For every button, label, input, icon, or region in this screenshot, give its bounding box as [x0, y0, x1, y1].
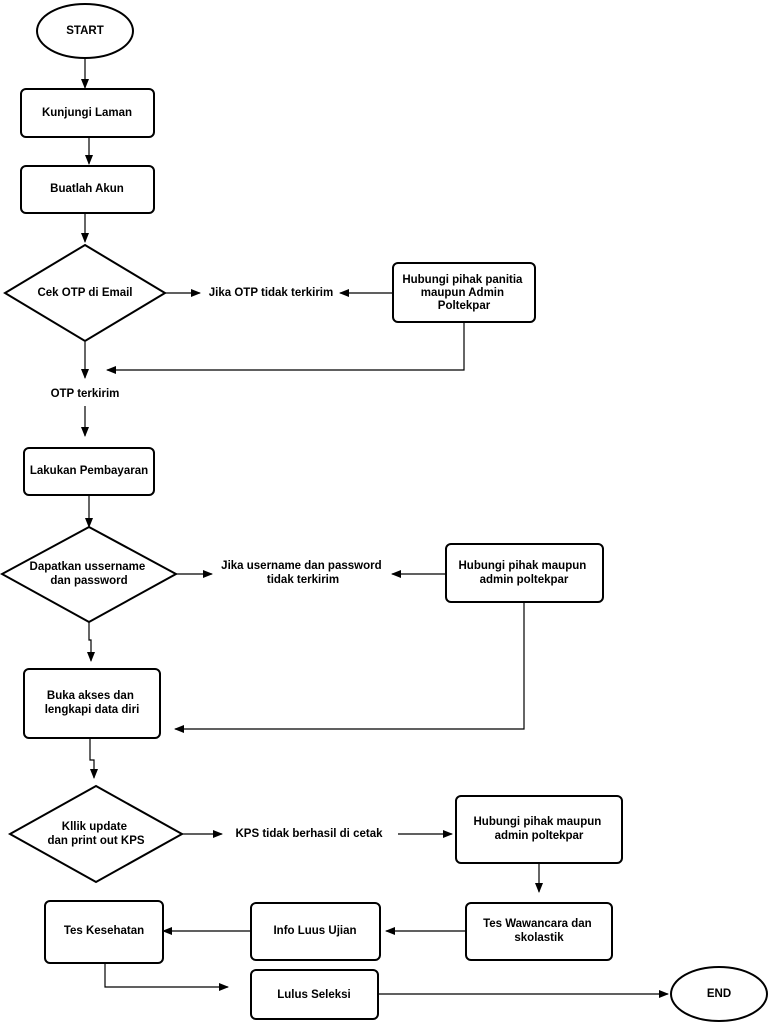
- contact-admin-1-line-2: maupun Admin: [421, 287, 504, 299]
- connector-admin2-loop-back: [174, 603, 525, 733]
- node-check-otp: Cek OTP di Email: [3, 243, 167, 343]
- node-contact-admin-2: Hubungi pihak maupun admin poltekpar: [445, 543, 604, 603]
- payment-box: [23, 447, 155, 496]
- node-passed: Lulus Seleksi: [250, 969, 379, 1020]
- node-payment: Lakukan Pembayaran: [23, 447, 155, 496]
- interview-test-label: Tes Wawancara dan skolastik: [483, 918, 595, 944]
- connector-health-to-passed: [104, 964, 229, 991]
- payment-label: Lakukan Pembayaran: [30, 465, 148, 477]
- health-test-label: Tes Kesehatan: [64, 925, 144, 937]
- get-credentials-line-2: dan password: [50, 575, 127, 587]
- end-label: END: [707, 988, 731, 1000]
- contact-admin-1-line-3: Poltekpar: [438, 300, 491, 312]
- start-terminal: [36, 3, 134, 59]
- contact-admin-2-box: [445, 543, 604, 603]
- passed-label: Lulus Seleksi: [277, 989, 351, 1001]
- otp-sent-label: OTP terkirim: [51, 388, 120, 400]
- open-access-box: [23, 668, 161, 739]
- contact-admin-3-label: Hubungi pihak maupun admin poltekpar: [474, 816, 605, 842]
- passed-box: [250, 969, 379, 1020]
- node-open-access: Buka akses dan lengkapi data diri: [23, 668, 161, 739]
- open-access-line-1: Buka akses dan: [47, 690, 134, 702]
- interview-test-box: [465, 902, 613, 961]
- contact-admin-3-line-2: admin poltekpar: [495, 830, 584, 842]
- node-health-test: Tes Kesehatan: [44, 900, 164, 964]
- node-contact-admin-1: Hubungi pihak panitia maupun Admin Polte…: [392, 262, 536, 323]
- connector-credentials-to-open-access: [87, 622, 95, 662]
- check-otp-label: Cek OTP di Email: [37, 287, 132, 299]
- contact-admin-2-line-2: admin poltekpar: [480, 574, 569, 586]
- open-access-line-2: lengkapi data diri: [45, 704, 140, 716]
- node-contact-admin-3: Hubungi pihak maupun admin poltekpar: [455, 795, 623, 864]
- exam-info-box: [250, 902, 381, 961]
- contact-admin-2-label: Hubungi pihak maupun admin poltekpar: [459, 560, 590, 586]
- connector-admin1-loop-back: [106, 322, 465, 374]
- contact-admin-3-box: [455, 795, 623, 864]
- get-credentials-line-1: Dapatkan ussername: [30, 561, 146, 573]
- node-end: END: [670, 966, 768, 1022]
- interview-test-line-1: Tes Wawancara dan: [483, 918, 592, 930]
- visit-page-box: [20, 88, 155, 138]
- contact-admin-3-line-1: Hubungi pihak maupun: [474, 816, 602, 828]
- check-otp-decision: [3, 243, 167, 343]
- connectors: [81, 58, 669, 998]
- create-account-label: Buatlah Akun: [50, 183, 124, 195]
- contact-admin-1-line-1: Hubungi pihak panitia: [402, 274, 523, 286]
- node-visit-page: Kunjungi Laman: [20, 88, 155, 138]
- visit-page-label: Kunjungi Laman: [42, 107, 132, 119]
- interview-test-line-2: skolastik: [514, 932, 564, 944]
- create-account-box: [20, 165, 155, 214]
- click-update-label: Kllik update dan print out KPS: [47, 821, 144, 847]
- kps-failed-label: KPS tidak berhasil di cetak: [235, 828, 383, 840]
- contact-admin-1-box: [392, 262, 536, 323]
- contact-admin-1-label: Hubungi pihak panitia maupun Admin Polte…: [402, 274, 525, 312]
- node-start: START: [36, 3, 134, 59]
- credentials-not-sent-label: Jika username dan password tidak terkiri…: [221, 560, 385, 586]
- health-test-box: [44, 900, 164, 964]
- node-exam-info: Info Luus Ujian: [250, 902, 381, 961]
- get-credentials-decision: [0, 525, 179, 624]
- start-label: START: [66, 25, 103, 37]
- open-access-label: Buka akses dan lengkapi data diri: [45, 690, 140, 716]
- click-update-decision: [7, 784, 185, 884]
- contact-admin-2-line-1: Hubungi pihak maupun: [459, 560, 587, 572]
- node-click-update: Kllik update dan print out KPS: [7, 784, 185, 884]
- node-interview-test: Tes Wawancara dan skolastik: [465, 902, 613, 961]
- otp-not-sent-label: Jika OTP tidak terkirim: [209, 287, 333, 299]
- exam-info-label: Info Luus Ujian: [273, 925, 356, 937]
- connector-open-access-to-update: [89, 739, 98, 779]
- click-update-line-2: dan print out KPS: [47, 835, 144, 847]
- end-terminal: [670, 966, 768, 1022]
- credentials-not-sent-line-2: tidak terkirim: [267, 574, 339, 586]
- credentials-not-sent-line-1: Jika username dan password: [221, 560, 381, 572]
- node-create-account: Buatlah Akun: [20, 165, 155, 214]
- get-credentials-label: Dapatkan ussername dan password: [30, 561, 149, 587]
- click-update-line-1: Kllik update: [62, 821, 127, 833]
- node-get-credentials: Dapatkan ussername dan password: [0, 525, 179, 624]
